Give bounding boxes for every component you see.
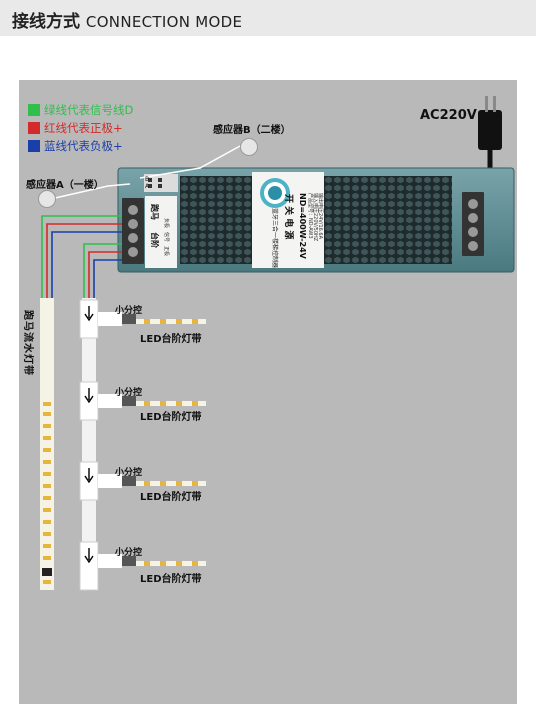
legend-green-label: 绿线代表信号线D: [44, 103, 134, 117]
section-title-en: CONNECTION MODE: [85, 13, 243, 31]
branch-3-strip-label: LED台阶灯带: [140, 492, 202, 503]
legend-blue-label: 蓝线代表负极+: [44, 139, 123, 153]
branch-3: [79, 461, 206, 501]
section-header: 接线方式 CONNECTION MODE: [0, 0, 536, 36]
sensor-wires: [54, 145, 241, 199]
branch-4-strip-label: LED台阶灯带: [140, 574, 202, 585]
terminal-small-1: 负极: [163, 218, 169, 229]
terminal-small-3: 正极: [163, 246, 169, 257]
signal-wires: [41, 215, 122, 300]
legend-red-label: 红线代表正极+: [44, 121, 123, 135]
sensor-a-icon: [38, 190, 56, 208]
branch-2: [79, 381, 206, 421]
section-title-cn: 接线方式: [12, 12, 80, 32]
branch-1: [79, 299, 206, 339]
sensor-b-label: 感应器B（二楼）: [213, 125, 291, 136]
terminal-label-running: 跑马: [150, 204, 159, 220]
branch-3-splitter-label: 小分控: [115, 468, 143, 478]
port-letter-b: B: [145, 176, 150, 183]
branch-1-splitter-label: 小分控: [115, 306, 143, 316]
legend-red-swatch: [28, 122, 40, 134]
branch-2-splitter-label: 小分控: [115, 388, 143, 398]
sensor-a-label: 感应器A（一楼）: [26, 180, 104, 191]
psu-line2: 开 关 电 源: [283, 194, 293, 240]
sensor-b-icon: [240, 138, 258, 156]
branch-2-strip-label: LED台阶灯带: [140, 412, 202, 423]
legend-blue-swatch: [28, 140, 40, 152]
psu-label-text: 蓝牙三合一楼梯控制器: [270, 208, 278, 268]
legend-green-swatch: [28, 104, 40, 116]
psu-line1: 蓝牙三合一楼梯控制器: [271, 208, 278, 269]
section-title: 接线方式 CONNECTION MODE: [12, 7, 242, 32]
port-letter-a: A: [145, 183, 150, 190]
running-strip-label: 跑马流水灯带: [22, 310, 33, 376]
branch-4-splitter-label: 小分控: [115, 548, 143, 558]
running-strip: [40, 298, 54, 590]
psu-model: ND=400W-24V: [298, 193, 307, 259]
branch-trunk: [82, 298, 96, 590]
power-supply: [117, 167, 515, 273]
branch-4: [79, 541, 206, 591]
power-label: AC220V: [420, 108, 477, 123]
terminal-label-steps: 台阶: [150, 232, 159, 248]
psu-line6: 输出电压24V/16.6A: [317, 193, 323, 240]
terminal-small-2: 信号: [163, 232, 169, 243]
branch-1-strip-label: LED台阶灯带: [140, 334, 202, 345]
